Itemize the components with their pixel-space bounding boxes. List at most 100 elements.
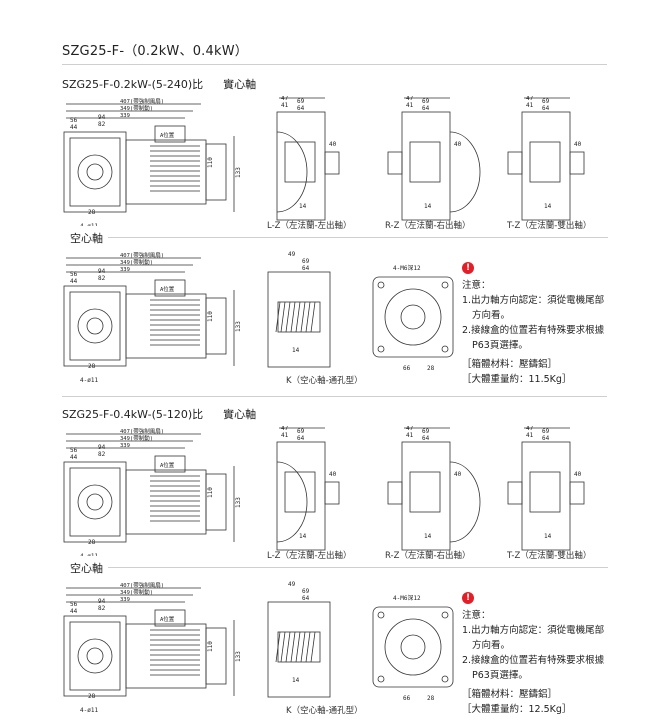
hatch-line [280,301,286,333]
hollow-bore-circle [384,618,442,676]
dimension-label: 47 [526,96,534,102]
motor-front-view: 407(帶強制風扇)349(帶制動)33956944482A位置1101334-… [63,427,242,556]
solid-shaft-label: 實心軸 [223,78,257,91]
hatch-line [290,631,296,663]
fan-cover [205,143,227,201]
output-shaft-right [324,151,340,175]
view-caption: R-Z（左法蘭-右出軸） [385,551,471,561]
hollow-shaft-heading: 空心軸 [70,232,103,245]
gearbox-inner [69,467,121,537]
dimension-label: 41 [406,102,414,109]
hatch-line [290,301,296,333]
dimension-label: 69 [422,428,430,435]
page-title: SZG25-F-（0.2kW、0.4kW） [62,44,248,59]
section-heading: SZG25-F-0.2kW-(5-240)比實心軸 [62,76,256,92]
terminal-box [154,455,186,473]
note-line: 1.出力軸方向認定：須從電機尾部 [462,625,605,636]
dimension-label: 41 [281,432,289,439]
dimension-label: 49 [288,251,296,258]
dimension-label: 64 [297,435,305,442]
output-shaft-left [507,151,523,175]
notes-panel: !注意：1.出力軸方向認定：須從電機尾部方向看。2.接線盒的位置若有特殊要求根據… [462,592,604,717]
dimension-label: 110 [207,487,214,498]
section-divider [62,396,607,397]
dimension-label: 69 [297,428,305,435]
bolt-hole [377,281,385,289]
flange-dome [276,131,308,213]
hatch-line [275,301,281,333]
motor-body [125,623,207,689]
view-caption: L-Z（左法蘭-左出軸） [267,551,352,561]
hollow-divider [108,237,608,238]
hollow-front-flange [372,276,454,358]
dimension-label: 66 [403,365,411,372]
dimension-label: 56 [70,601,78,608]
dimension-label: 14 [292,677,300,684]
notes-title: 注意： [462,610,491,621]
bolt-hole [377,611,385,619]
hollow-caption: K（空心軸-通孔型） [286,376,363,386]
side-view-T: 71696447411440 [507,426,585,551]
view-caption: R-Z（左法蘭-右出軸） [385,221,471,231]
dimension-label: 71 [422,96,430,98]
material-note: ［箱體材料：壓鑄鋁］ [462,689,558,700]
weight-note: ［大體重量約：11.5Kg］ [462,374,572,385]
dimension-label: 339 [120,267,130,273]
gearbox-core [529,471,561,513]
bolt-hole [377,345,385,353]
dimension-label: 56 [70,117,78,124]
dimension-label: 110 [207,641,214,652]
dimension-label: 44 [70,454,78,461]
dimension-label: 94 [98,114,106,121]
dimension-label: 64 [422,435,430,442]
dimension-label: 64 [542,105,550,112]
shaft-circle [77,154,113,190]
side-view-T: 71696447411440 [507,96,585,221]
dimension-label: 44 [70,124,78,131]
hatch-line [300,631,306,663]
hatch-line [295,301,301,333]
hatch-line [310,631,316,663]
dimension-label: 40 [329,471,337,478]
dimension-label: 94 [98,444,106,451]
flange-dome [449,131,481,213]
dimension-label: 41 [526,432,534,439]
dimension-label: 44 [70,278,78,285]
output-shaft-right [324,481,340,505]
note-line: 2.接線盒的位置若有特殊要求根據 [462,325,605,336]
hollow-caption: K（空心軸-通孔型） [286,706,363,716]
notes-title: 注意： [462,280,491,291]
dimension-label: 133 [235,497,242,508]
fan-cover [205,627,227,685]
dimension-label: 47 [281,426,289,432]
shaft-circle-inner [86,163,104,181]
hollow-side-body [267,601,331,698]
dimension-label: 4-ø11 [80,707,98,714]
solid-shaft-label: 實心軸 [223,408,257,421]
hollow-bore-circle [384,288,442,346]
hollow-shaft-heading: 空心軸 [70,562,103,575]
dimension-label: 110 [207,311,214,322]
section-model: SZG25-F-0.4kW-(5-120)比 [62,408,204,421]
warning-icon: ! [462,592,474,604]
gearbox-core [284,141,316,183]
gearbox-inner [69,291,121,361]
hollow-front-flange [372,606,454,688]
dimension-label: 349(帶制動) [120,434,153,442]
output-shaft-right [569,481,585,505]
solid-shaft-drawing: 407(帶強制風扇)349(帶制動)33956944482A位置1101334-… [63,96,585,226]
terminal-box-label: A位置 [160,461,175,469]
side-view-L: 71696447411440 [276,426,340,551]
hatch-line [295,631,301,663]
hatch-line [285,301,291,333]
dimension-label: 64 [542,435,550,442]
material-note: ［箱體材料：壓鑄鋁］ [462,359,558,370]
fan-cover [205,297,227,355]
terminal-box-label: A位置 [160,285,175,293]
hatch-line [305,301,311,333]
dimension-label: 349(帶制動) [120,258,153,266]
dimension-label: 40 [329,141,337,148]
dimension-label: 69 [302,258,310,265]
